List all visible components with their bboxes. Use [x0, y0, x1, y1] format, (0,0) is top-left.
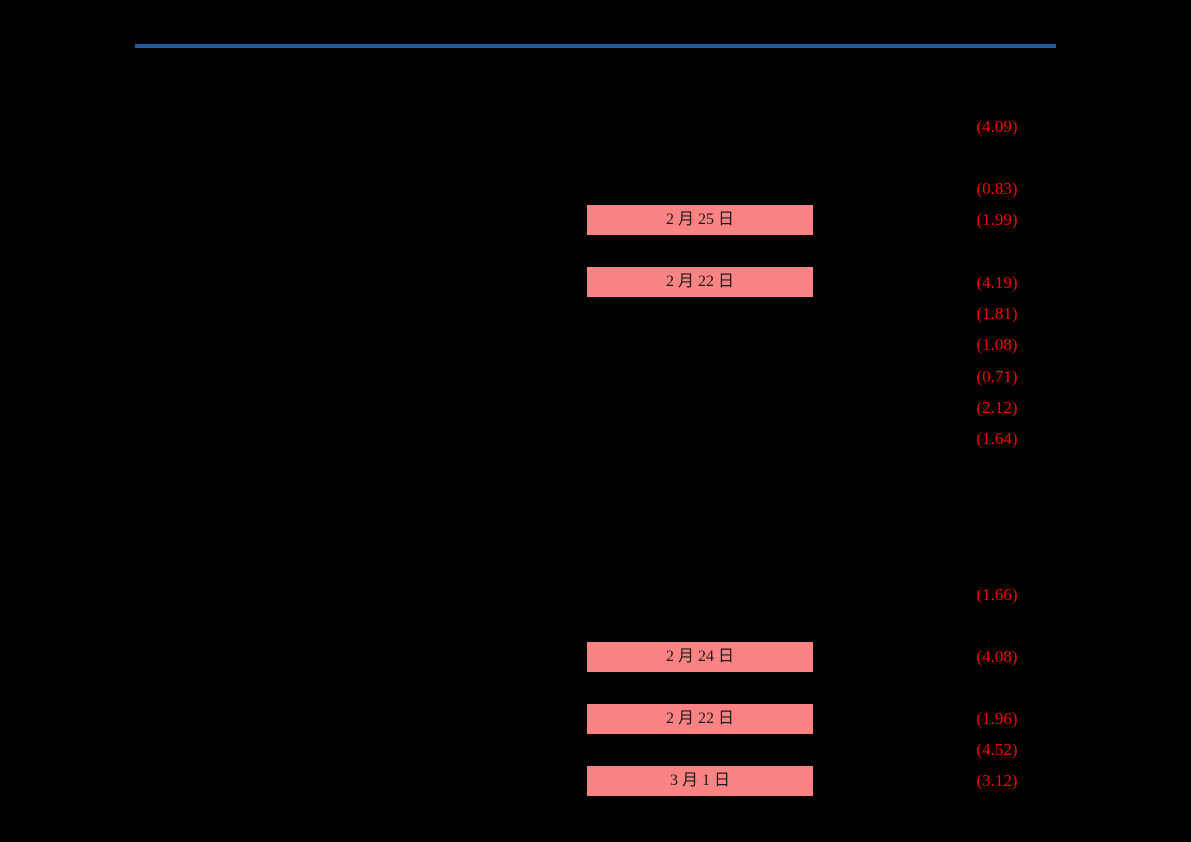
negative-return-value: (1.81) [976, 304, 1018, 323]
negative-return-value: (0.83) [976, 179, 1018, 198]
negative-return-value: (1.99) [976, 210, 1018, 229]
negative-return-value: (0.71) [976, 367, 1018, 386]
negative-return-value: (4.09) [976, 117, 1018, 136]
negative-return-value: (4.08) [976, 647, 1018, 666]
highlighted-date-cell: 2 月 24 日 [587, 642, 813, 672]
negative-return-value: (4.52) [976, 740, 1018, 759]
negative-return-value: (1.96) [976, 709, 1018, 728]
negative-return-value: (2.12) [976, 398, 1018, 417]
header-divider-line [135, 44, 1056, 48]
highlighted-date-cell: 3 月 1 日 [587, 766, 813, 796]
negative-return-value: (3.12) [976, 771, 1018, 790]
negative-return-value: (4.19) [976, 273, 1018, 292]
highlighted-date-cell: 2 月 22 日 [587, 267, 813, 297]
highlighted-date-cell: 2 月 22 日 [587, 704, 813, 734]
negative-return-value: (1.64) [976, 429, 1018, 448]
highlighted-date-cell: 2 月 25 日 [587, 205, 813, 235]
negative-return-value: (1.08) [976, 335, 1018, 354]
negative-return-value: (1.66) [976, 585, 1018, 604]
